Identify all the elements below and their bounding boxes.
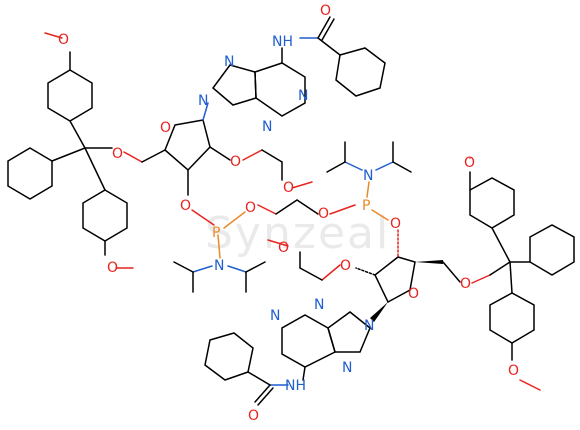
right-trityl-group (469, 157, 575, 391)
phosphite-linker (173, 141, 412, 293)
left-nucleoside (141, 16, 386, 226)
atom-n1-left: N (298, 88, 308, 104)
atom-o-moe-right: O (278, 240, 289, 256)
atom-o-moe-left-2: O (283, 180, 294, 196)
atom-n3-right: N (342, 360, 352, 376)
atom-o-carbonyl-left: O (320, 3, 331, 19)
atom-n3-left: N (262, 119, 272, 135)
left-trityl-group (7, 32, 143, 269)
atom-o-linker-2: O (318, 206, 329, 222)
atom-o-moe-left-1: O (230, 154, 241, 170)
right-nucleoside (204, 229, 491, 406)
atom-o-linker-1: O (245, 200, 256, 216)
atom-o-ether-left: O (112, 146, 123, 162)
atom-n-amine-left: N (214, 258, 224, 274)
atom-o-ribose-left: O (160, 120, 171, 136)
atom-n-amine-right: N (363, 168, 373, 184)
atom-labels: O O O O O O O N N N N NH O P O O N P N O… (58, 3, 519, 424)
atom-n7-right: N (314, 297, 324, 313)
atom-n1-right: N (270, 308, 280, 324)
atom-o-methoxy-2: O (107, 260, 118, 276)
atom-o-2prime-right: O (340, 258, 351, 274)
atom-nh-left: NH (272, 34, 293, 50)
atom-o-ether-right: O (460, 276, 471, 292)
atom-p-right: P (362, 198, 370, 214)
atom-n9-left: N (198, 93, 208, 109)
atom-o-3prime-left: O (180, 198, 191, 214)
atom-o-methoxy-4: O (508, 363, 519, 379)
atom-n7-left: N (224, 54, 234, 70)
atom-o-carbonyl-right: O (248, 408, 259, 424)
atom-p-left: P (212, 225, 220, 241)
atom-o-methoxy-1: O (58, 32, 69, 48)
watermark-text: Synzeal (205, 208, 390, 259)
atom-nh-right: NH (285, 378, 306, 394)
atom-o-3prime-right: O (390, 216, 401, 232)
atom-o-ribose-right: O (408, 286, 419, 302)
atom-o-methoxy-3: O (464, 155, 475, 171)
atom-n9-right: N (364, 318, 374, 334)
